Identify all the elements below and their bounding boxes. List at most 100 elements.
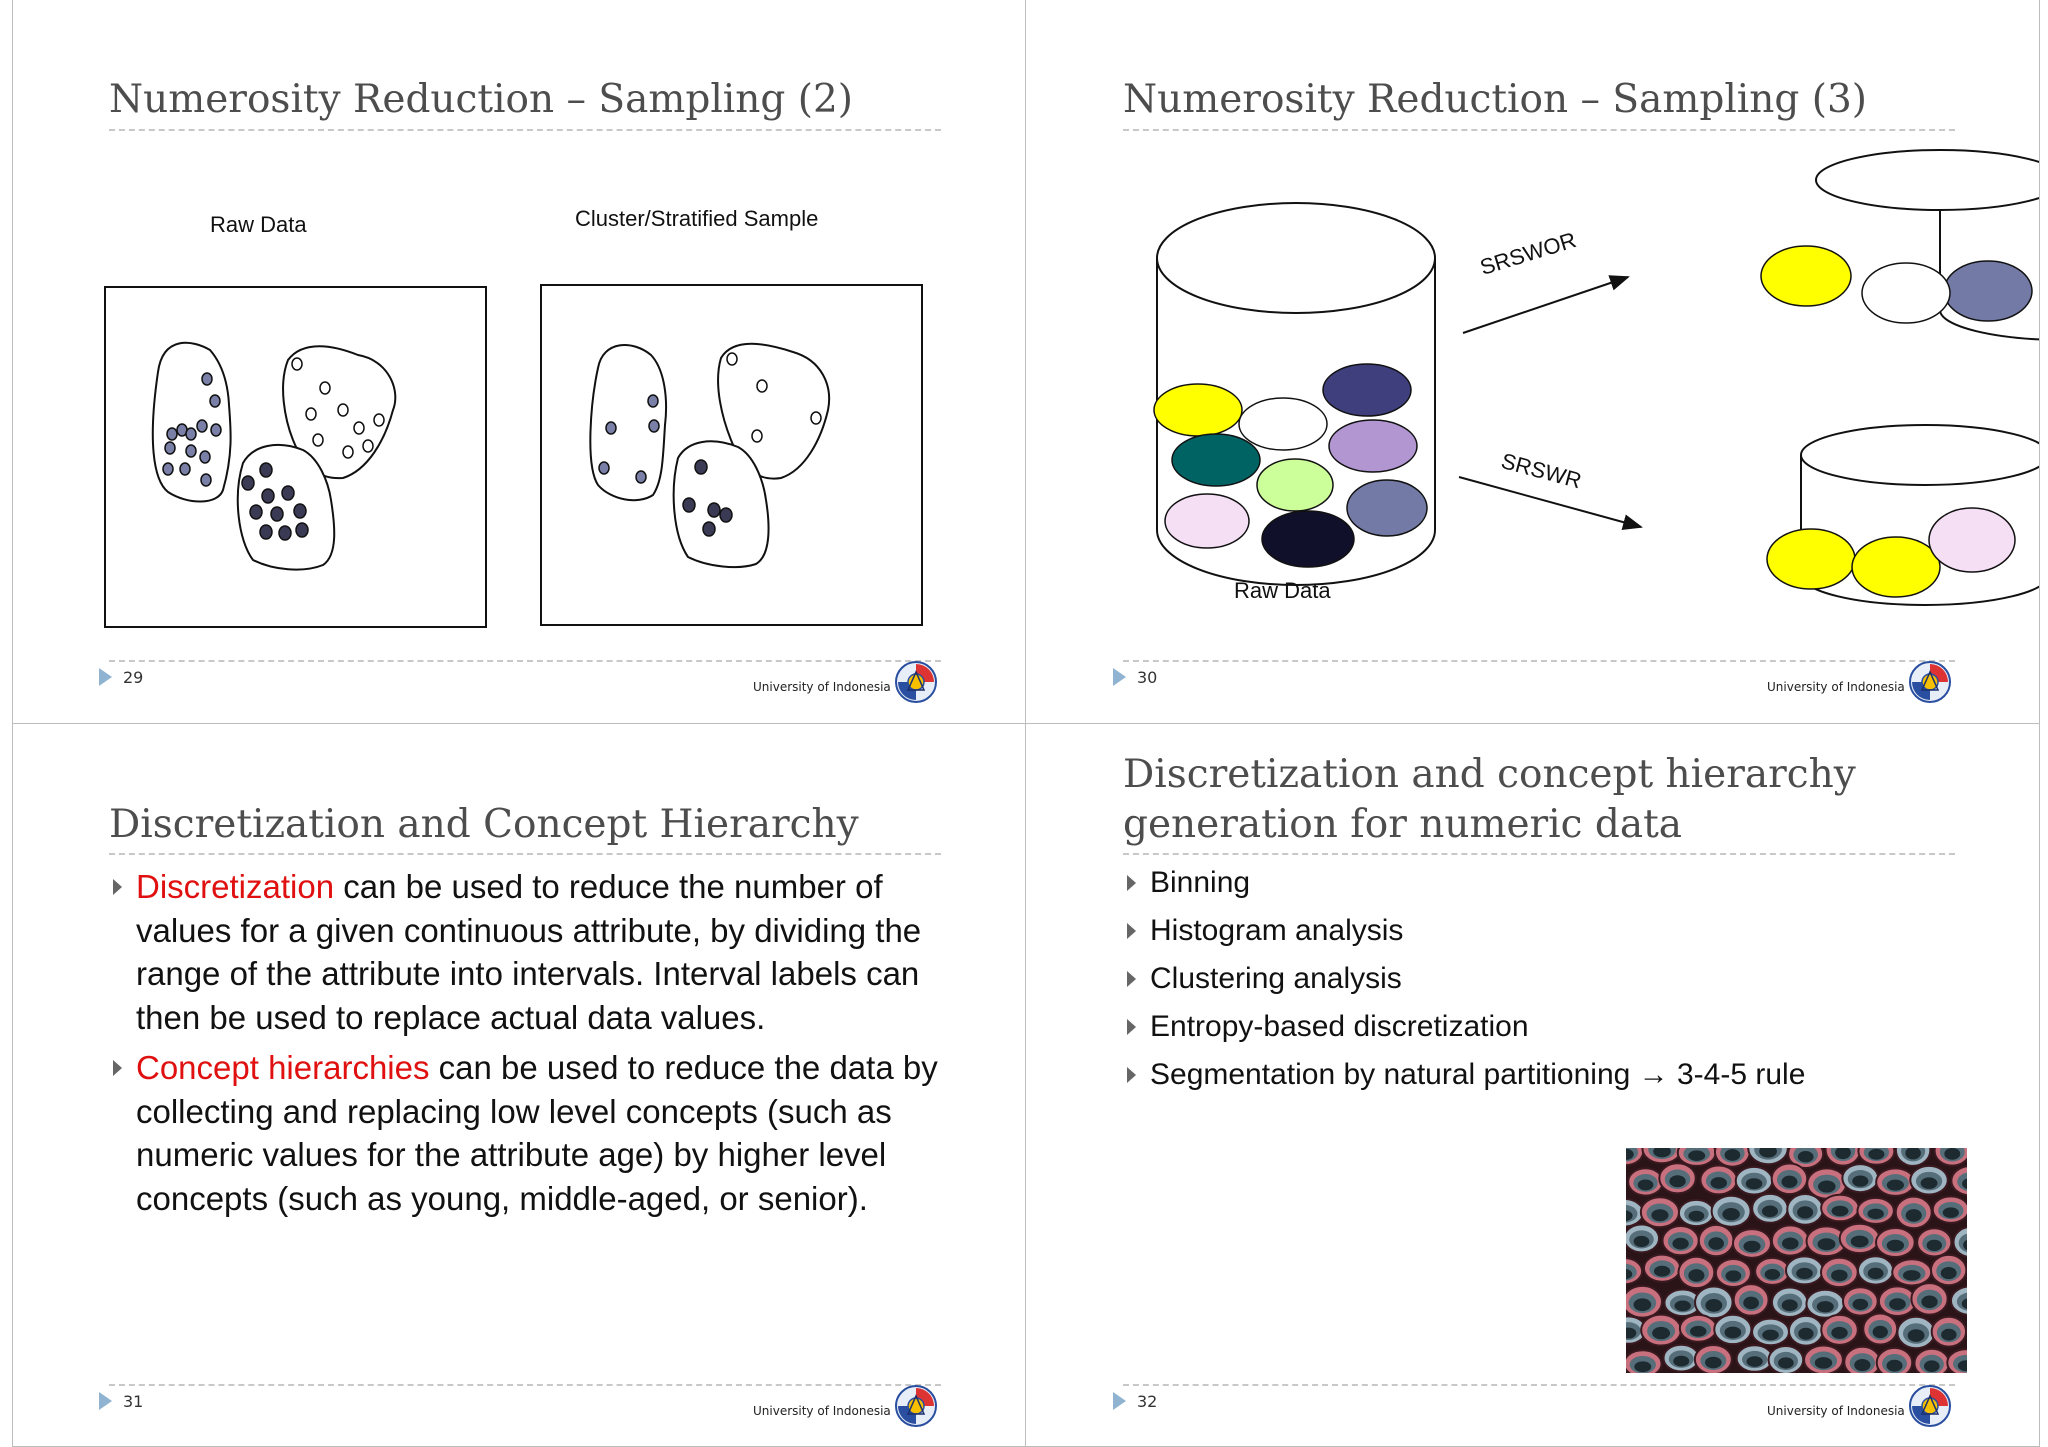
bullet-arrow-icon [113,1060,122,1076]
tube-hole [1638,1179,1654,1190]
bullet-item: Binning [1123,865,1973,901]
raw-data-label: Raw Data [1234,578,1331,604]
bullet-item: Concept hierarchies can be used to reduc… [109,1046,949,1220]
cluster-blob [153,343,231,502]
title-underline [1123,853,1955,855]
data-point [648,395,658,407]
tube-hole [1887,1240,1904,1252]
bullet-text: Histogram analysis [1150,914,1403,947]
tube-hole [1743,1241,1760,1253]
data-point [727,353,737,365]
tube-hole [1906,1209,1922,1222]
tube-hole [1853,1299,1869,1310]
tube-hole [1651,1209,1668,1221]
slide-number: 29 [123,668,143,687]
sample-black [1262,511,1354,567]
tube-hole [1887,1360,1903,1372]
data-point [695,460,707,474]
data-point [260,463,272,477]
data-point [752,430,762,442]
slide-number: 30 [1137,668,1157,687]
data-point [683,498,695,512]
tube-hole [1831,1270,1848,1282]
srswor-cylinder-top [1816,150,2039,210]
data-point [186,428,196,440]
data-point [757,380,767,392]
sample-lavender [1329,420,1417,472]
sample-yellow [1767,529,1855,589]
tube-hole [1818,1238,1836,1250]
data-point [708,503,720,517]
slide-number: 32 [1137,1392,1157,1411]
bullet-item: Entropy-based discretization [1123,1009,1973,1045]
tube-hole [1669,1175,1685,1187]
data-point [165,442,175,454]
raw-data-cylinder-top [1157,203,1435,313]
tube-hole [1867,1209,1883,1219]
data-point [343,446,353,458]
bullet-text: 3-4-5 rule [1669,1058,1806,1091]
tube-hole [1690,1326,1707,1337]
tube-hole [1868,1149,1884,1160]
data-point [180,463,190,475]
data-point [271,507,283,521]
cluster-sampling-diagram [13,0,1025,722]
footer-arrow-icon [1113,1392,1126,1410]
tube-hole [1710,1177,1726,1189]
tube-hole [1778,1357,1794,1368]
metal-tubes-photo [1626,1148,1967,1373]
tube-hole [1705,1357,1722,1369]
tube-hole [1689,1211,1705,1221]
university-logo-icon [1908,1384,1952,1428]
bullet-text: Binning [1150,866,1250,899]
data-point [250,505,262,519]
bullet-item: Segmentation by natural partitioning → 3… [1123,1057,1973,1093]
right-arrow-icon: → [1639,1058,1669,1091]
tube-hole [1674,1301,1690,1312]
data-point [606,422,616,434]
bullet-text: Clustering analysis [1150,962,1402,995]
bullet-highlight: Discretization [136,868,334,905]
data-point [811,412,821,424]
data-point [279,526,291,540]
data-point [296,523,308,537]
tube-hole [1724,1327,1741,1339]
data-point [282,486,294,500]
data-point [363,440,373,452]
tube-hole [1889,1298,1906,1310]
footer-arrow-icon [99,668,112,686]
tube-hole [1817,1301,1834,1312]
tube-hole [1725,1270,1741,1281]
tube-hole [1708,1237,1724,1250]
sample-yellow [1852,537,1940,597]
tube-hole [1796,1268,1813,1279]
slide-29: Numerosity Reduction – Sampling (2) Raw … [13,0,1025,722]
bullet-item: Clustering analysis [1123,961,1973,997]
tube-hole [1944,1148,1960,1160]
bullet-arrow-icon [1127,971,1136,987]
tube-hole [1672,1238,1688,1250]
data-point [720,508,732,522]
data-point [320,382,330,394]
bullet-item: Discretization can be used to reduce the… [109,865,949,1039]
data-point [338,404,348,416]
tube-hole [1688,1150,1705,1161]
tube-hole [1831,1206,1848,1217]
srswor-arrow [1463,277,1628,333]
data-point [210,395,220,407]
footer-org: University of Indonesia [753,1404,891,1418]
tube-hole [1924,1360,1940,1372]
data-point [294,504,306,518]
tube-hole [1705,1299,1722,1312]
slide-30: Numerosity Reduction – Sampling (3) [1027,0,2039,722]
tube-hole [1921,1177,1938,1188]
footer-rule [1123,660,1955,662]
tube-hole [1852,1176,1868,1187]
sample-light-green [1257,459,1333,511]
university-logo-icon [1908,660,1952,704]
tube-hole [1797,1206,1813,1218]
sample-pink [1165,494,1249,548]
tube-hole [1815,1357,1833,1369]
tube-hole [1941,1267,1957,1279]
tube-hole [1782,1237,1799,1249]
